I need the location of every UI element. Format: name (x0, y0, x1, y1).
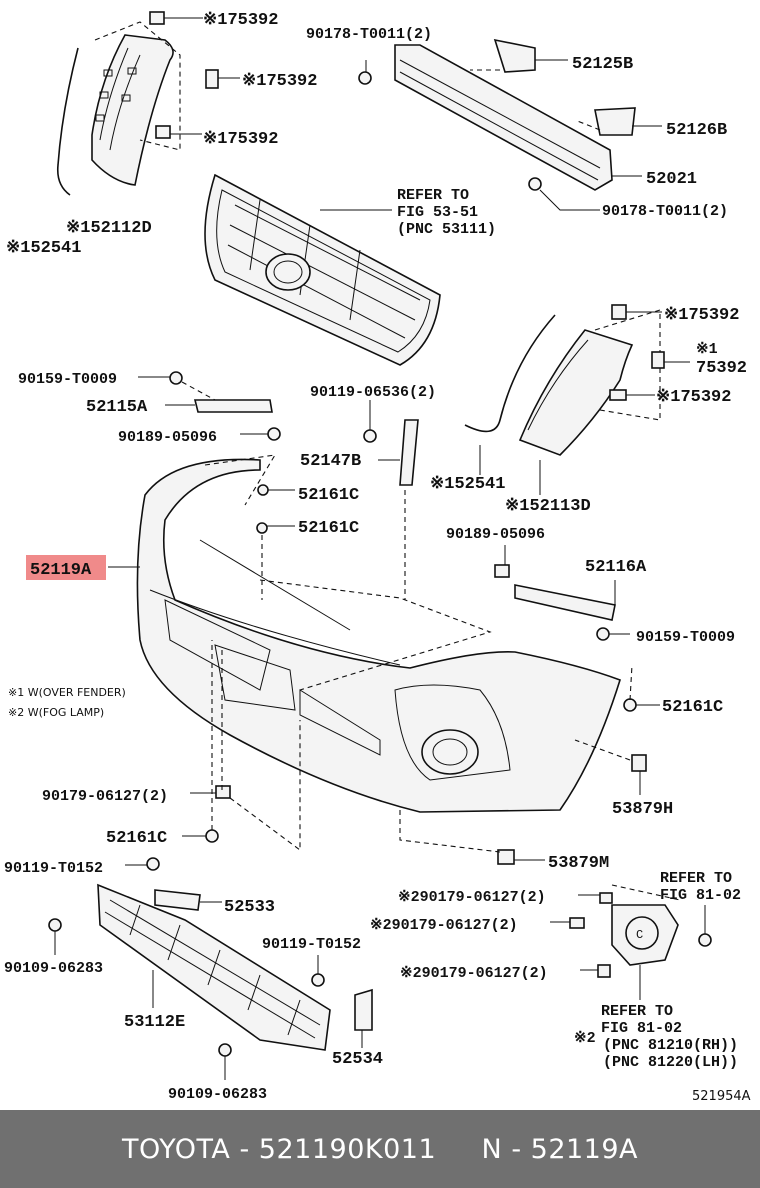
label-refer-fog-a2: FIG 81-02 (660, 887, 741, 904)
label-90119-T0152-a: 90119-T0152 (4, 860, 103, 877)
label-refer-grille-3: (PNC 53111) (397, 221, 496, 238)
label-52161C-d: 52161C (106, 829, 167, 848)
label-52125B: 52125B (572, 55, 633, 74)
label-90179-a: 90179-06127(2) (42, 788, 168, 805)
footer-bar: TOYOTA - 521190K011 N - 52119A (0, 1110, 760, 1188)
bumper-clips (182, 484, 660, 865)
label-refer-fog-mark: ※2 (574, 1030, 596, 1047)
label-90119-06536: 90119-06536(2) (310, 384, 436, 401)
label-90109-b: 90109-06283 (168, 1086, 267, 1103)
bumper-reinforcement (358, 38, 662, 211)
label-52113D: ※152113D (505, 497, 591, 516)
label-90178-bot: 90178-T0011(2) (602, 203, 728, 220)
label-175392-e2: 75392 (696, 359, 747, 378)
label-53112E: 53112E (124, 1013, 185, 1032)
footer-text: TOYOTA - 521190K011 N - 52119A (122, 1133, 638, 1165)
label-52147B: 52147B (300, 452, 361, 471)
label-175392-b: ※175392 (242, 72, 317, 91)
over-fender-right (464, 304, 690, 495)
label-175392-d: ※175392 (664, 306, 739, 325)
fog-lamp (550, 884, 712, 1000)
label-refer-fog-b1: REFER TO (601, 1003, 673, 1020)
lower-grille (48, 857, 331, 1080)
parts-diagram: ※175392 ※175392 ※175392 90178-T0011(2) 5… (4, 11, 751, 1104)
label-52541-a: ※152541 (6, 239, 81, 258)
label-53879M: 53879M (548, 854, 609, 873)
label-refer-fog-b4: (PNC 81220(LH)) (603, 1054, 738, 1071)
label-175392-c: ※175392 (203, 130, 278, 149)
label-refer-fog-b3: (PNC 81210(RH)) (603, 1037, 738, 1054)
label-90178-top: 90178-T0011(2) (306, 26, 432, 43)
over-fender-left (56, 21, 181, 196)
label-52161C-c: 52161C (662, 698, 723, 717)
label-52541-b: ※152541 (430, 475, 505, 494)
label-90179-c: ※290179-06127(2) (370, 917, 518, 934)
label-fog-c: C (636, 928, 643, 942)
label-refer-grille-1: REFER TO (397, 187, 469, 204)
highlight-52119A (26, 555, 106, 580)
label-refer-grille-2: FIG 53-51 (397, 204, 478, 221)
label-175392-a: ※175392 (203, 11, 278, 30)
labels: ※175392 ※175392 ※175392 90178-T0011(2) 5… (4, 11, 751, 1104)
label-fig-code: 521954A (692, 1089, 751, 1104)
note-fog-lamp: ※2 W(FOG LAMP) (8, 706, 104, 719)
label-90119-T0152-b: 90119-T0152 (262, 936, 361, 953)
lower-brackets (154, 889, 373, 1048)
front-bumper-cover (108, 454, 621, 813)
label-175392-f: ※175392 (656, 388, 731, 407)
label-52534: 52534 (332, 1050, 383, 1069)
label-90159-right: 90159-T0009 (636, 629, 735, 646)
label-90179-b: ※290179-06127(2) (398, 889, 546, 906)
label-52112D: ※152112D (66, 219, 152, 238)
label-52115A: 52115A (86, 398, 148, 417)
label-refer-fog-a1: REFER TO (660, 870, 732, 887)
label-90159-left: 90159-T0009 (18, 371, 117, 388)
label-52161C-a: 52161C (298, 486, 359, 505)
radiator-grille (204, 173, 441, 366)
label-refer-fog-b2: FIG 81-02 (601, 1020, 682, 1037)
label-90189-right: 90189-05096 (446, 526, 545, 543)
label-52533: 52533 (224, 898, 275, 917)
label-52161C-b: 52161C (298, 519, 359, 538)
label-90109-a: 90109-06283 (4, 960, 103, 977)
note-over-fender: ※1 W(OVER FENDER) (8, 686, 126, 699)
label-52126B: 52126B (666, 121, 727, 140)
label-53879H: 53879H (612, 800, 673, 819)
clips-over-fender-left (149, 11, 240, 139)
bumper-bracket-52147B (363, 400, 419, 600)
side-bracket-right (494, 545, 630, 641)
label-52119A: 52119A (30, 561, 92, 580)
label-175392-e1: ※1 (696, 341, 718, 358)
label-52116A: 52116A (585, 558, 647, 577)
label-90179-d: ※290179-06127(2) (400, 965, 548, 982)
label-52021: 52021 (646, 170, 697, 189)
label-90189-left: 90189-05096 (118, 429, 217, 446)
side-bracket-left (138, 371, 281, 441)
